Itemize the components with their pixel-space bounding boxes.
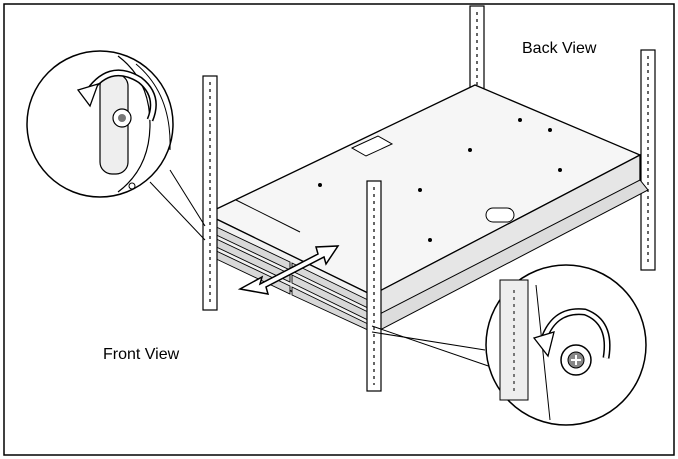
back-view-label: Back View [522,40,597,57]
front-latch-detail [26,50,174,198]
rear-latch-detail [485,264,647,426]
rotate-arrow-icon [532,308,611,359]
front-view-label: Front View [103,346,180,363]
double-headed-arrow-icon [237,245,340,295]
rotate-arrow-icon [76,69,157,122]
cover-details [235,118,562,242]
rear-rail-right [640,49,656,271]
front-rail-left [202,75,218,311]
callout-lines [149,169,501,371]
front-rail-right [366,180,382,392]
